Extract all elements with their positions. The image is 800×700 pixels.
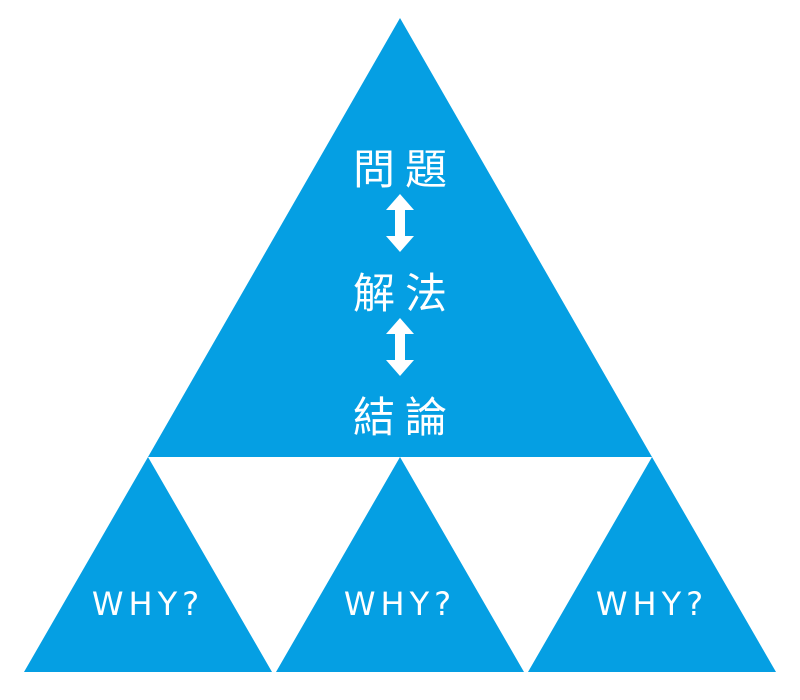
bottom-triangle-left bbox=[24, 457, 272, 672]
method-label: 解法 bbox=[352, 269, 457, 318]
problem-label: 問題 bbox=[352, 145, 457, 194]
why-label-right: WHY? bbox=[595, 585, 709, 623]
bottom-triangle-right bbox=[528, 457, 776, 672]
double-arrow-icon bbox=[386, 318, 414, 376]
double-arrow-icon bbox=[386, 194, 414, 252]
why-label-left: WHY? bbox=[91, 585, 205, 623]
why-label-middle: WHY? bbox=[343, 585, 457, 623]
bottom-triangle-middle bbox=[276, 457, 524, 672]
conclusion-label: 結論 bbox=[352, 393, 457, 442]
